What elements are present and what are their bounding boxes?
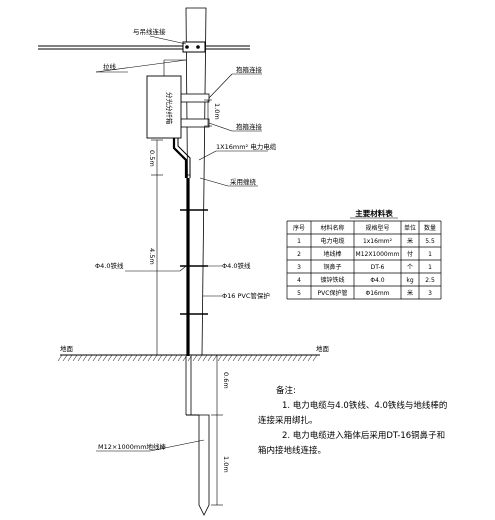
label-box: 分光分纤箱 xyxy=(165,92,174,125)
messenger-wire xyxy=(38,35,250,53)
annotation-labels: 与吊线连接 拉线 抱箍连接 抱箍连接 1X16mm² 电力电缆 采用缠绕 Φ4.… xyxy=(60,27,330,473)
notes-line-2: 连接采用绑扎。 xyxy=(258,416,318,426)
dim-pole-height: 4.5m xyxy=(148,248,156,265)
table-title: 主要材料表 xyxy=(355,208,393,218)
ground-rod xyxy=(96,356,210,516)
power-cable xyxy=(172,138,268,356)
table-header-cell: 材料名称 xyxy=(320,224,344,232)
table-cell: 3 xyxy=(428,290,432,297)
dim-box-gap: 1.0m xyxy=(213,103,221,120)
table-header-cell: 数量 xyxy=(424,224,436,232)
table-cell: 铜鼻子 xyxy=(323,263,341,271)
guy-wire xyxy=(95,59,187,73)
table-cell: 镀锌铁线 xyxy=(320,276,344,284)
label-iron-wire: Φ4.0铁线 xyxy=(95,261,124,270)
label-pvc-pipe: Φ16 PVC管保护 xyxy=(222,291,270,300)
label-ground-right: 地面 xyxy=(316,344,330,353)
table-cell: 1 xyxy=(297,238,301,245)
ground-line xyxy=(57,354,320,362)
iron-wire-leader xyxy=(125,265,187,272)
table-cell: 3 xyxy=(297,264,301,271)
dim-rod: 1.0m xyxy=(222,456,230,473)
table-cells: 序号 材料名称 规格型号 单位数量 1 电力电缆 1x16mm² 米 5.5 2 地线棒 M12X10… xyxy=(293,224,436,297)
label-binding-wire: Φ4.0铁线 xyxy=(222,261,251,270)
notes-line-1: 1. 电力电缆与4.0铁线、4.0铁线与地线棒的 xyxy=(282,401,448,411)
table-cell: 2.5 xyxy=(425,277,435,284)
materials-table: 主要材料表 序号 材料名称 规格型号 单位数量 1 电力电缆 1x16mm² 米 5.5 2 地线棒… xyxy=(286,208,442,300)
dim-buried: 0.6m xyxy=(222,372,230,389)
label-hoop-top: 抱箍连接 xyxy=(236,65,263,74)
table-cell: 个 xyxy=(407,264,413,271)
table-cell: 5 xyxy=(297,290,301,297)
table-cell: M12X1000mm xyxy=(356,251,400,258)
notes-line-3: 2. 电力电缆进入箱体后采用DT-16铜鼻子和 xyxy=(282,431,446,441)
table-cell: 米 xyxy=(407,289,413,297)
label-power-cable: 1X16mm² 电力电缆 xyxy=(216,142,277,151)
table-cell: Φ4.0 xyxy=(370,277,384,284)
dimension-lines xyxy=(151,99,223,506)
table-cell: 电力电缆 xyxy=(320,237,344,245)
table-cell: 地线棒 xyxy=(323,250,341,258)
table-cell: PVC保护管 xyxy=(318,289,348,297)
table-cell: Φ16mm xyxy=(365,290,389,297)
table-cell: kg xyxy=(406,277,413,284)
splitter-box xyxy=(146,59,186,139)
table-header-cell: 规格型号 xyxy=(365,224,389,232)
label-seal: 采用缠绕 xyxy=(230,177,257,186)
table-grid xyxy=(286,220,442,300)
table-cell: DT-6 xyxy=(371,264,385,271)
label-hoop-bottom: 抱箍连接 xyxy=(236,122,263,131)
table-cell: 5.5 xyxy=(425,238,435,245)
dim-box-below: 0.5m xyxy=(148,150,156,167)
table-cell: 4 xyxy=(297,277,301,284)
label-ground-rod: M12×1000mm地线棒 xyxy=(98,442,167,451)
notes-line-4: 箱内接地线连接。 xyxy=(258,446,327,456)
label-guy-to-wire: 与吊线连接 xyxy=(133,27,166,36)
table-cell: 1 xyxy=(428,264,432,271)
notes-title: 备注: xyxy=(276,386,296,396)
label-guy: 拉线 xyxy=(103,62,117,71)
table-cell: 米 xyxy=(407,237,413,245)
notes: 备注: 1. 电力电缆与4.0铁线、4.0铁线与地线棒的 连接采用绑扎。 2. … xyxy=(258,384,490,459)
table-header-cell: 序号 xyxy=(293,224,305,232)
table-cell: 1x16mm² xyxy=(363,238,393,245)
table-cell: 1 xyxy=(428,251,432,258)
table-cell: 付 xyxy=(407,250,413,258)
label-ground-left: 地面 xyxy=(60,344,74,353)
table-cell: 2 xyxy=(297,251,301,258)
table-header-cell: 单位 xyxy=(404,224,416,232)
cable-bindings xyxy=(180,177,258,315)
